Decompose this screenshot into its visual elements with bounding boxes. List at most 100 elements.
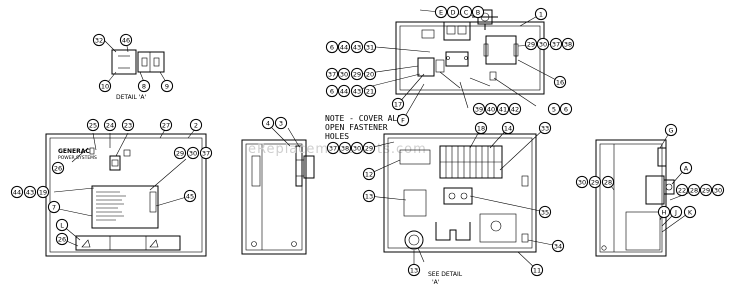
- callout-circle: [137, 79, 151, 93]
- callout-circle: [699, 183, 713, 197]
- callout-v5-4: 28: [601, 175, 615, 189]
- callout-circle: [199, 146, 213, 160]
- callout-v5-2: 30: [575, 175, 589, 189]
- callout-circle: [98, 79, 112, 93]
- callout-circle: [657, 205, 671, 219]
- callout-number: 29: [176, 149, 184, 157]
- callout-number: 38: [564, 40, 572, 48]
- callout-v5-0: G: [664, 123, 678, 137]
- callout-number: A: [684, 164, 689, 172]
- callout-number: 10: [101, 82, 109, 90]
- view1-front-panel: GENERAC POWER SYSTEMS: [45, 127, 207, 257]
- callout-number: 45: [186, 192, 194, 200]
- callout-circle: [434, 5, 448, 19]
- callout-number: 21: [366, 87, 374, 95]
- callout-v4-8: 13: [362, 189, 376, 203]
- see-detail-line-1: SEE DETAIL: [428, 271, 463, 278]
- callout-number: B: [476, 8, 480, 16]
- view3-top-enclosure: [351, 9, 561, 121]
- callout-circle: [534, 7, 548, 21]
- callout-number: 12: [365, 170, 373, 178]
- callout-number: 37: [329, 144, 337, 152]
- callout-v5-6: 28: [687, 183, 701, 197]
- callout-number: 37: [202, 149, 210, 157]
- callout-circle: [446, 5, 460, 19]
- callout-circle: [669, 205, 683, 219]
- callout-v1-5: 26: [51, 161, 65, 175]
- callout-v3-27: 42: [508, 102, 522, 116]
- callout-v5-9: H: [657, 205, 671, 219]
- callout-circle: [362, 167, 376, 181]
- callout-number: 7: [52, 203, 56, 211]
- callout-v3-6: 44: [337, 40, 351, 54]
- callout-number: H: [662, 208, 667, 216]
- note-line-3: HOLES: [325, 132, 349, 141]
- callout-circle: [121, 118, 135, 132]
- callout-number: 6: [330, 43, 334, 51]
- callout-v5-10: J: [669, 205, 683, 219]
- callout-number: 26: [54, 164, 62, 172]
- callout-number: 11: [533, 266, 541, 274]
- callout-number: 37: [552, 40, 560, 48]
- callout-v3-13: 37: [325, 67, 339, 81]
- callout-v2-0: 4: [261, 116, 275, 130]
- callout-circle: [549, 37, 563, 51]
- callout-v4-0: 37: [326, 141, 340, 155]
- callout-circle: [325, 84, 339, 98]
- callout-number: 6: [564, 105, 568, 113]
- callout-number: 29: [591, 178, 599, 186]
- callout-number: 28: [604, 178, 612, 186]
- callout-d1-2: 10: [98, 79, 112, 93]
- callout-circle: [536, 37, 550, 51]
- view2-body: [241, 139, 307, 255]
- callout-circle: [338, 141, 352, 155]
- callout-circle: [362, 141, 376, 155]
- callout-v3-14: 30: [337, 67, 351, 81]
- callout-number: F: [401, 116, 405, 124]
- callout-number: 20: [366, 70, 374, 78]
- callout-v1-8: 37: [199, 146, 213, 160]
- callout-number: 8: [142, 82, 146, 90]
- callout-number: 43: [353, 87, 361, 95]
- callout-circle: [687, 183, 701, 197]
- callout-v4-10: 34: [551, 239, 565, 253]
- callout-circle: [10, 185, 24, 199]
- callout-circle: [119, 33, 133, 47]
- callout-circle: [159, 118, 173, 132]
- callout-circle: [325, 67, 339, 81]
- callout-number: 9: [165, 82, 169, 90]
- callout-v3-15: 29: [350, 67, 364, 81]
- see-detail-line-2: 'A': [432, 279, 440, 286]
- callout-number: 42: [511, 105, 519, 113]
- view2-side-panel: [241, 127, 315, 255]
- callout-v5-11: K: [683, 205, 697, 219]
- note-line-2: OPEN FASTENER: [325, 123, 388, 132]
- callout-circle: [55, 232, 69, 246]
- callout-number: 25: [89, 121, 97, 129]
- callout-number: E: [439, 8, 443, 16]
- callout-circle: [325, 40, 339, 54]
- callout-v3-19: 44: [337, 84, 351, 98]
- callout-number: 38: [341, 144, 349, 152]
- callout-circle: [183, 189, 197, 203]
- callout-number: K: [688, 208, 693, 216]
- callout-circle: [679, 161, 693, 175]
- callout-number: 43: [26, 188, 34, 196]
- callout-number: 29: [702, 186, 710, 194]
- callout-v4-12: 13: [407, 263, 421, 277]
- callout-number: 19: [39, 188, 47, 196]
- callout-circle: [407, 263, 421, 277]
- callout-circle: [471, 5, 485, 19]
- callout-v4-5: 14: [501, 121, 515, 135]
- callout-circle: [363, 40, 377, 54]
- callout-v1-1: 24: [103, 118, 117, 132]
- callout-circle: [350, 141, 364, 155]
- callout-v1-3: 27: [159, 118, 173, 132]
- callout-d1-0: 32: [92, 33, 106, 47]
- callout-v4-6: 33: [538, 121, 552, 135]
- callout-v3-22: 17: [391, 97, 405, 111]
- callout-v5-8: 30: [711, 183, 725, 197]
- callout-circle: [363, 67, 377, 81]
- callout-number: C: [464, 8, 469, 16]
- callout-number: 31: [366, 43, 374, 51]
